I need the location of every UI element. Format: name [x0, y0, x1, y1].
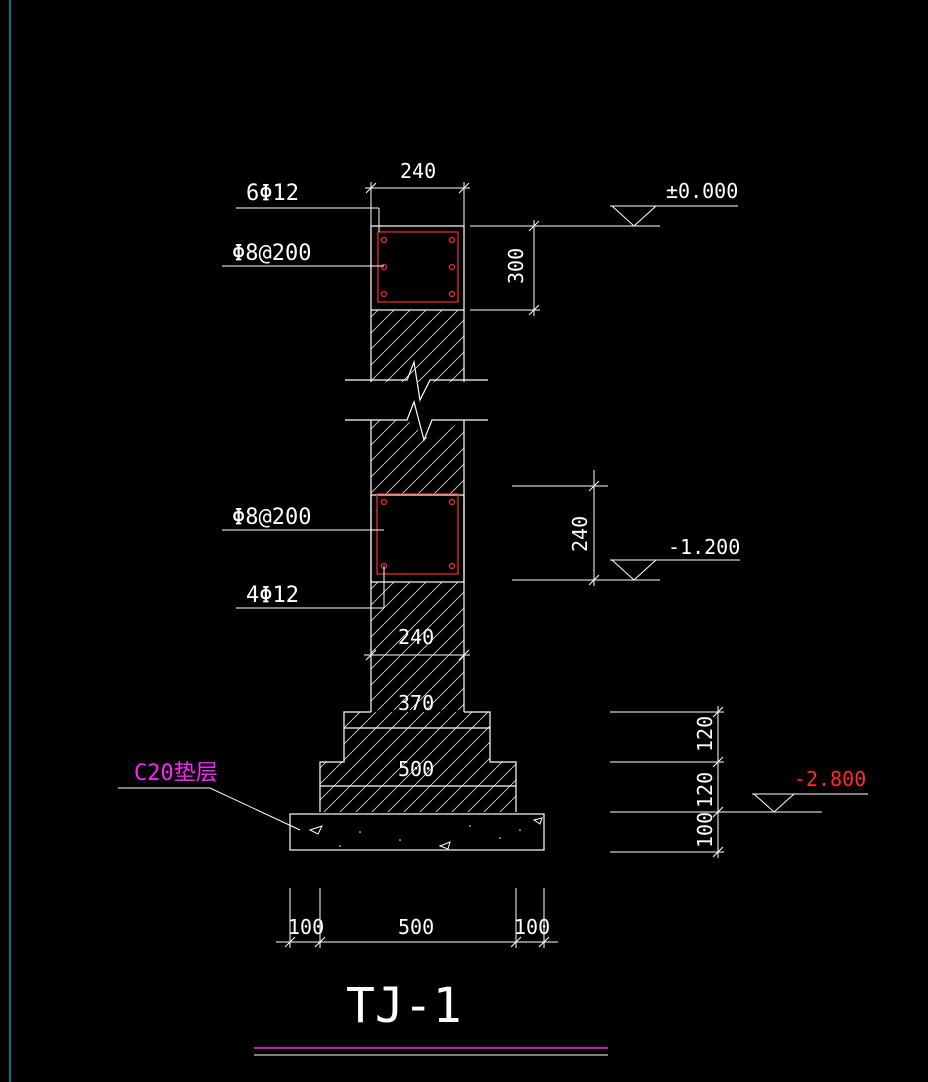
elevation-middle-text: -1.200 — [668, 535, 740, 559]
cushion-layer — [289, 813, 545, 851]
rebar-top-beam — [377, 231, 459, 303]
dim-step-height-1-text: 120 — [693, 716, 717, 752]
label-stirrup-bottom: Φ8@200 — [222, 505, 384, 531]
elevation-top-text: ±0.000 — [666, 179, 738, 203]
top-bars-label: 6Φ12 — [246, 181, 299, 206]
elevation-bottom-text: -2.800 — [794, 767, 866, 791]
dim-bottom-center-text: 500 — [398, 915, 434, 939]
elevation-middle: -1.200 — [608, 535, 740, 581]
dim-mid-beam-height: 240 — [512, 470, 608, 586]
dim-top-width-text: 240 — [400, 159, 436, 183]
elevation-bottom: -2.800 — [724, 767, 868, 813]
dim-step-height-2-text: 120 — [693, 772, 717, 808]
drawing-title-text: TJ-1 — [346, 978, 462, 1034]
dim-bottom-right-text: 100 — [514, 915, 550, 939]
label-bottom-bars: 4Φ12 — [236, 566, 385, 609]
break-line-top — [345, 359, 488, 402]
cushion-label: C20垫层 — [134, 761, 218, 786]
label-top-bars: 6Φ12 — [236, 181, 380, 232]
dim-step2-width-text: 500 — [398, 757, 434, 781]
dim-top-beam-height-text: 300 — [504, 248, 528, 284]
wall-column — [345, 225, 488, 712]
dim-top-beam-height: 300 — [470, 220, 540, 316]
dim-top-width: 240 — [365, 159, 470, 226]
label-cushion: C20垫层 — [118, 761, 301, 831]
dim-wall-width-text: 240 — [398, 625, 434, 649]
dim-step1-width-text: 370 — [398, 691, 434, 715]
dim-cushion-height-text: 100 — [693, 812, 717, 848]
rebar-mid-beam — [376, 493, 459, 575]
bottom-bars-label: 4Φ12 — [246, 583, 299, 608]
stepped-footing — [319, 711, 517, 812]
dim-step-heights: 120 120 100 — [610, 706, 724, 858]
dim-bottom: 100 500 100 — [276, 888, 558, 948]
dim-wall-width: 240 — [364, 625, 470, 661]
stirrup-top-label: Φ8@200 — [232, 241, 311, 266]
stirrup-bottom-label: Φ8@200 — [232, 505, 311, 530]
drawing-title: TJ-1 — [254, 978, 608, 1056]
dim-bottom-left-text: 100 — [288, 915, 324, 939]
label-stirrup-top: Φ8@200 — [222, 241, 384, 267]
elevation-top: ±0.000 — [470, 179, 738, 227]
dim-mid-beam-height-text: 240 — [568, 516, 592, 552]
